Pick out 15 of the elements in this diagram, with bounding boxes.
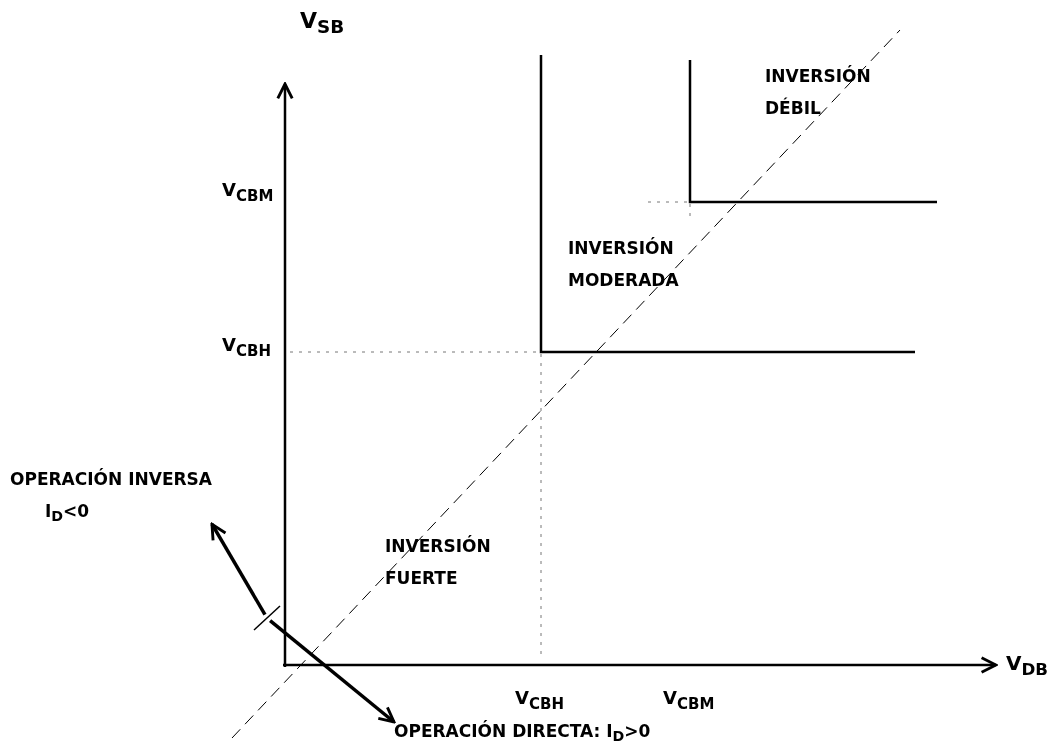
tick-mark (253, 605, 281, 631)
region-label: INVERSIÓN FUERTE (385, 534, 492, 591)
tick-label: V$_{CBM}$ (663, 688, 715, 713)
arrow (210, 522, 267, 616)
tick-label: V$_{CBH}$ (222, 335, 271, 360)
tick-label: V$_{CBM}$ (222, 180, 274, 205)
tick-label: V$_{CBH}$ (515, 688, 564, 713)
annotation-text: OPERACIÓN INVERSA (10, 470, 212, 490)
annotation-text: I$_{D}$<0 (45, 501, 91, 525)
annotation-text: OPERACIÓN DIRECTA: I$_{D}$>0 (394, 722, 651, 745)
arrow (269, 619, 396, 724)
axis-label: V$_{DB}$ (1006, 652, 1048, 680)
region-label: INVERSIÓN MODERADA (568, 236, 680, 293)
axis-label: V$_{SB}$ (300, 8, 345, 38)
region-label: INVERSIÓN DÉBIL (765, 64, 872, 121)
